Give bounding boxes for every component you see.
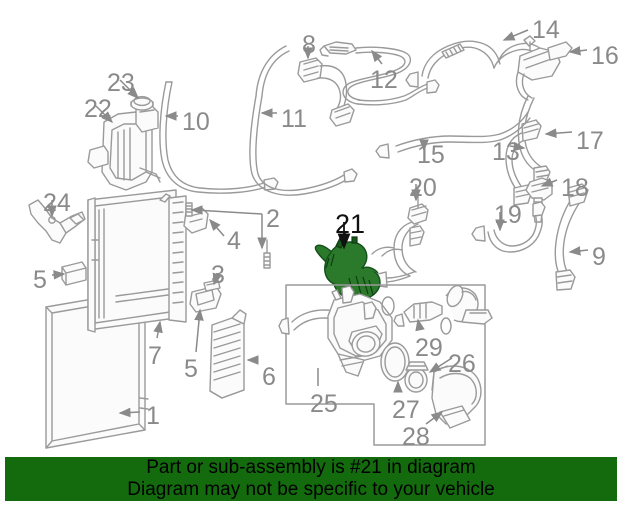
callout-10: 10 [182, 108, 210, 136]
callout-12: 12 [370, 66, 398, 94]
callout-4: 4 [227, 227, 241, 255]
part-hose-10 [159, 81, 279, 194]
part-pipe-12 [319, 41, 440, 106]
callout-14: 14 [532, 16, 560, 44]
callout-29: 29 [415, 334, 443, 362]
part-hose-20 [371, 185, 429, 288]
part-bracket-24 [28, 199, 86, 244]
part-notice-banner: Part or sub-assembly is #21 in diagram D… [5, 457, 617, 501]
callout-6: 6 [262, 363, 276, 391]
callout-13: 13 [492, 138, 520, 166]
banner-line-2: Diagram may not be specific to your vehi… [127, 479, 495, 500]
callout-19: 19 [494, 201, 522, 229]
part-hose-9 [554, 183, 589, 291]
callout-24: 24 [43, 189, 71, 217]
inset-part-thermostat [404, 361, 429, 393]
callout-7: 7 [148, 342, 162, 370]
part-hose-8 [297, 57, 355, 127]
inset-part-sensor-29 [393, 301, 443, 327]
callout-5b: 5 [184, 355, 198, 383]
callout-16: 16 [591, 42, 619, 70]
callout-2: 2 [266, 205, 280, 233]
leader-lines [47, 29, 589, 425]
part-bolt-2-upper [185, 202, 193, 217]
inset-part-elbow-28 [431, 365, 482, 429]
part-hose-19 [471, 201, 546, 253]
callout-25: 25 [310, 390, 338, 418]
part-valve-16 [515, 35, 573, 101]
callout-21-highlighted: 21 [335, 209, 366, 239]
inset-part-pipe-top [440, 284, 493, 335]
inset-part-oring-27 [380, 342, 410, 382]
callout-15: 15 [417, 141, 445, 169]
callout-28: 28 [402, 423, 430, 451]
callout-5a: 5 [33, 266, 47, 294]
inset-part-oring-small [381, 296, 395, 316]
callout-26: 26 [448, 350, 476, 378]
callout-11: 11 [281, 105, 307, 133]
callout-3: 3 [211, 261, 225, 289]
callout-27: 27 [392, 396, 420, 424]
banner-line-1: Part or sub-assembly is #21 in diagram [146, 457, 476, 478]
part-pipe-15 [375, 111, 531, 159]
callout-17: 17 [576, 127, 604, 155]
part-air-guide-6 [209, 309, 247, 399]
callout-20: 20 [409, 174, 437, 202]
callout-1: 1 [146, 402, 160, 430]
part-reservoir-cap-23 [130, 95, 154, 111]
part-radiator-7 [87, 189, 187, 333]
part-clip-5a [61, 261, 87, 286]
callout-18: 18 [561, 174, 589, 202]
callout-22: 22 [84, 95, 112, 123]
callout-23: 23 [107, 69, 135, 97]
callout-8: 8 [302, 31, 316, 59]
inset-detail-box [285, 284, 486, 446]
part-bolt-2-lower [263, 239, 271, 269]
part-hose-11 [249, 45, 358, 196]
inset-part-housing-25 [278, 285, 393, 377]
callout-9: 9 [592, 243, 606, 271]
part-coolant-reservoir-22 [87, 105, 161, 191]
